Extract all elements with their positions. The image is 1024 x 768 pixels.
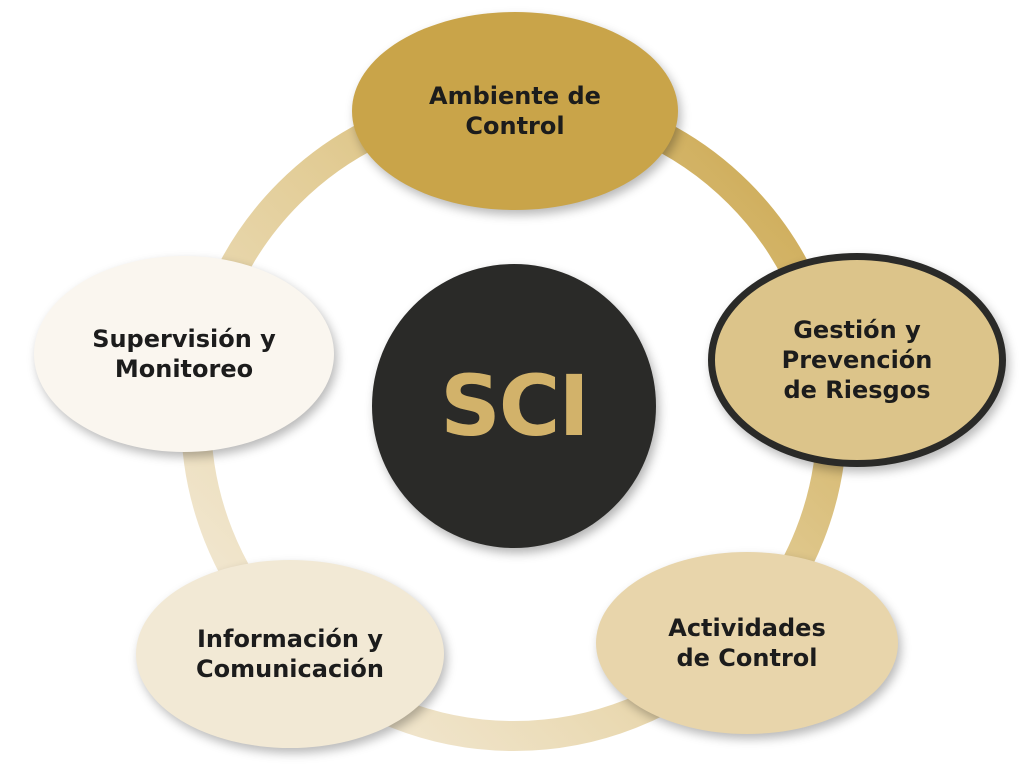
- node-label-supervision: Supervisión y Monitoreo: [92, 325, 276, 383]
- center-label: SCI: [440, 357, 589, 455]
- node-supervision-monitoreo: Supervisión y Monitoreo: [34, 256, 334, 452]
- node-informacion-comunicacion: Información y Comunicación: [136, 560, 444, 748]
- center-circle: SCI: [372, 264, 656, 548]
- node-actividades-de-control: Actividades de Control: [596, 552, 898, 734]
- node-label-gestion: Gestión y Prevención de Riesgos: [781, 316, 933, 404]
- node-label-actividades: Actividades de Control: [668, 614, 826, 672]
- node-gestion-riesgos: Gestión y Prevención de Riesgos: [708, 253, 1006, 467]
- node-label-informacion: Información y Comunicación: [196, 625, 384, 683]
- node-ambiente-de-control: Ambiente de Control: [352, 12, 678, 210]
- node-label-ambiente: Ambiente de Control: [429, 82, 601, 140]
